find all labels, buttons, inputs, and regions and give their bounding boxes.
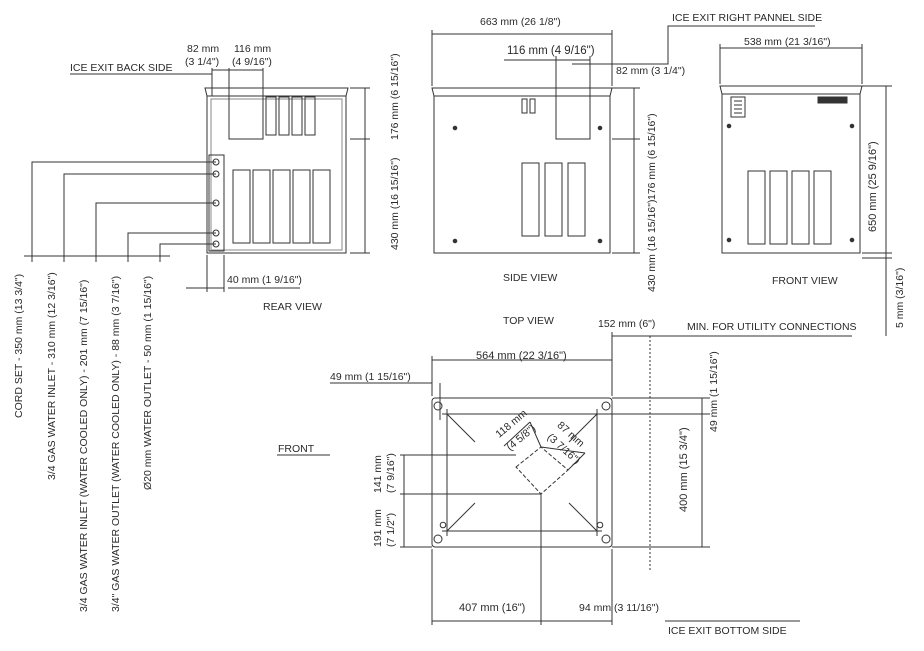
side-view-title: SIDE VIEW	[503, 272, 558, 284]
top-dim-141-in: (7 9/16")	[385, 453, 397, 493]
top-dim-400: 400 mm (15 3/4")	[678, 427, 690, 512]
ice-exit-bottom-label: ICE EXIT BOTTOM SIDE	[668, 625, 787, 637]
rear-dim-116-mm: 116 mm	[234, 43, 272, 55]
top-dim-564: 564 mm (22 3/16")	[476, 350, 567, 362]
connection-water-inlet: 3/4 GAS WATER INLET - 310 mm (12 3/16")	[46, 272, 58, 480]
front-vent	[747, 170, 832, 245]
rear-dim-430: 430 mm (16 15/16")	[389, 157, 401, 250]
rear-dim-82-mm: 82 mm	[187, 43, 220, 55]
connection-water-inlet-cooled: 3/4 GAS WATER INLET (WATER COOLED ONLY) …	[78, 279, 90, 612]
side-dim-116: 116 mm (4 9/16")	[507, 45, 595, 57]
rear-dim-116-in: (4 9/16")	[232, 56, 272, 68]
side-dim-82: 82 mm (3 1/4")	[616, 65, 686, 77]
rear-view-drawing	[24, 68, 370, 292]
top-view-title: TOP VIEW	[503, 315, 554, 327]
rear-dim-40: 40 mm (1 9/16")	[227, 274, 302, 286]
top-dim-94: 94 mm (3 11/16")	[579, 602, 659, 614]
side-top-vent	[521, 98, 536, 114]
ice-exit-back-label: ICE EXIT BACK SIDE	[70, 62, 173, 74]
top-view-drawing	[277, 332, 852, 625]
connection-cord-set: CORD SET - 350 mm (13 3/4")	[13, 273, 25, 418]
rear-top-vent	[265, 96, 316, 136]
top-dim-191-in: (7 1/2")	[385, 512, 397, 547]
rear-dim-82-in: (3 1/4")	[185, 56, 220, 68]
rear-view-title: REAR VIEW	[263, 301, 322, 313]
connection-water-outlet-cooled: 3/4" GAS WATER OUTLET (WATER COOLED ONLY…	[110, 275, 122, 612]
top-dim-191-mm: 191 mm	[372, 509, 384, 547]
side-dim-430: 430 mm (16 15/16")	[646, 199, 658, 292]
min-utility-label: MIN. FOR UTILITY CONNECTIONS	[687, 321, 857, 333]
front-view-drawing	[719, 44, 892, 336]
top-dim-49-right: 49 mm (1 15/16")	[708, 351, 720, 432]
side-view-drawing	[431, 25, 815, 254]
top-dim-152: 152 mm (6")	[598, 318, 656, 330]
rear-dim-176: 176 mm (6 15/16")	[389, 53, 401, 140]
top-dim-141-mm: 141 mm	[372, 455, 384, 493]
side-dim-663: 663 mm (26 1/8")	[480, 16, 561, 28]
top-dim-407: 407 mm (16")	[459, 602, 526, 614]
top-dim-49-left: 49 mm (1 15/16")	[330, 371, 411, 383]
connection-water-outlet: Ø20 mm WATER OUTLET - 50 mm (1 15/16")	[142, 275, 154, 490]
ice-exit-right-label: ICE EXIT RIGHT PANNEL SIDE	[672, 12, 823, 24]
side-dim-176: 176 mm (6 15/16")	[646, 113, 658, 200]
side-main-vent	[521, 162, 586, 237]
rear-main-vent	[232, 169, 331, 244]
front-dim-650: 650 mm (25 9/16")	[867, 141, 879, 232]
front-dim-5: 5 mm (3/16")	[894, 267, 906, 328]
front-view-title: FRONT VIEW	[772, 275, 838, 287]
front-dim-538: 538 mm (21 3/16")	[744, 36, 831, 48]
front-direction-label: FRONT	[278, 443, 315, 455]
